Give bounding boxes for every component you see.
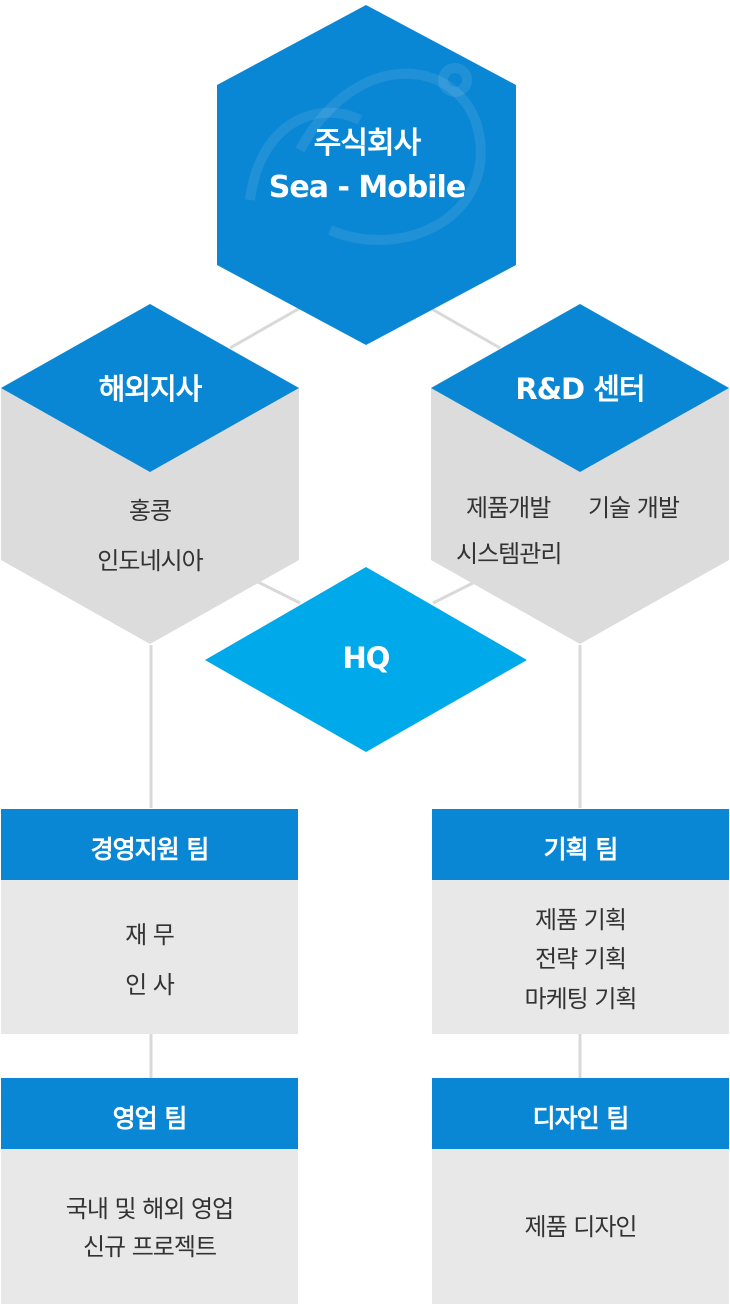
planning-team-header-bg (432, 809, 729, 880)
sales-team-item: 국내 및 해외 영업 (65, 1195, 234, 1223)
company-name-korean: 주식회사 (313, 126, 421, 161)
management-team-item: 인 사 (125, 971, 175, 999)
design-team-item: 제품 디자인 (524, 1213, 637, 1241)
watermark-swirl (245, 63, 486, 245)
company-title: 주식회사 Sea - Mobile (217, 122, 517, 210)
connector-top-right (429, 306, 501, 350)
rnd-center-item: 시스템관리 (456, 540, 562, 568)
rnd-center-item: 기술 개발 (588, 494, 680, 522)
planning-team-body-bg (432, 880, 729, 1034)
management-team-body-bg (1, 880, 298, 1034)
management-team-title: 경영지원 팀 (90, 835, 210, 864)
rnd-center-item: 제품개발 (466, 494, 551, 522)
rnd-center-cap (431, 304, 729, 472)
overseas-branch-cap (1, 304, 299, 472)
connector-hq-right (432, 580, 476, 605)
design-team-title: 디자인 팀 (532, 1104, 630, 1133)
management-team-item: 재 무 (125, 921, 175, 949)
connector-top-left (229, 306, 301, 350)
sales-team-header-bg (1, 1078, 298, 1149)
planning-team-title: 기획 팀 (543, 835, 619, 864)
connector-lines (149, 306, 582, 1078)
connector-hq-left (257, 580, 301, 605)
design-team-body-bg (432, 1149, 729, 1304)
planning-team-item: 제품 기획 (535, 906, 627, 934)
sales-team-title: 영업 팀 (112, 1104, 188, 1133)
overseas-branch-title: 해외지사 (98, 372, 203, 406)
company-name-english: Sea - Mobile (268, 170, 466, 205)
company-hexagon (217, 5, 516, 345)
management-team-header-bg (1, 809, 298, 880)
hq-diamond (205, 567, 527, 752)
design-team-header-bg (432, 1078, 729, 1149)
overseas-branch-item: 홍콩 (128, 497, 172, 525)
planning-team-item: 마케팅 기획 (524, 985, 637, 1013)
hq-title: HQ (342, 641, 391, 675)
sales-team-body-bg (1, 1149, 298, 1304)
rnd-center-title: R&D 센터 (515, 372, 645, 406)
planning-team-item: 전략 기획 (535, 945, 627, 973)
sales-team-item: 신규 프로젝트 (82, 1233, 217, 1261)
overseas-branch-item: 인도네시아 (97, 547, 203, 575)
